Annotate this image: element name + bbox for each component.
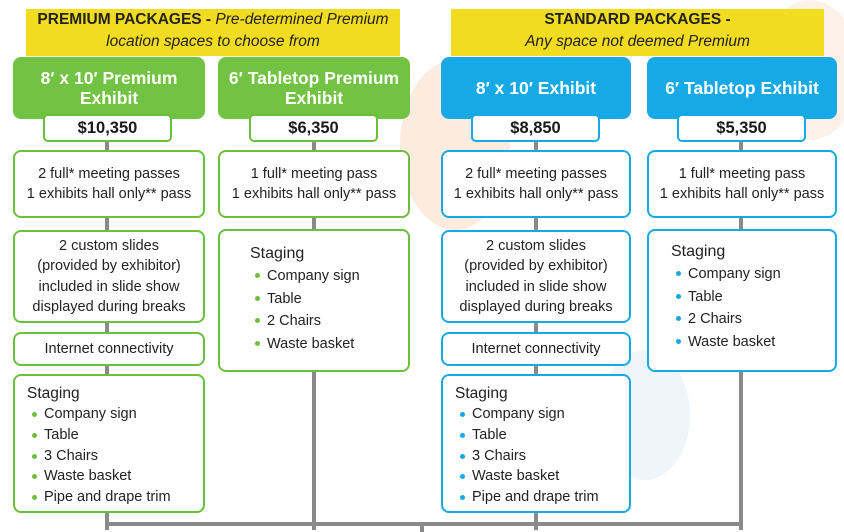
staging-item: 3 Chairs xyxy=(455,446,629,467)
staging-title: Staging xyxy=(27,385,80,402)
staging-item: Company sign xyxy=(671,263,835,286)
staging-box: Staging Company sign Table 2 Chairs Wast… xyxy=(647,229,837,372)
pass-line: 1 exhibits hall only** pass xyxy=(659,186,825,202)
premium-header-desc-line2: location spaces to choose from xyxy=(106,33,320,50)
package-title-8x10-exhibit: 8′ x 10′ Exhibit xyxy=(441,57,631,119)
premium-packages-header: PREMIUM PACKAGES - Pre-determined Premiu… xyxy=(26,9,400,56)
staging-list: Company sign Table 2 Chairs Waste basket xyxy=(250,265,408,355)
staging-item: Table xyxy=(250,288,408,311)
pass-line: 2 full* meeting passes xyxy=(465,165,607,182)
staging-list: Company sign Table 3 Chairs Waste basket… xyxy=(455,404,629,508)
staging-box: Staging Company sign Table 3 Chairs Wast… xyxy=(441,374,631,513)
internet-label: Internet connectivity xyxy=(44,340,174,357)
internet-box: Internet connectivity xyxy=(441,332,631,366)
package-price: $5,350 xyxy=(677,114,806,142)
slides-line: displayed during breaks xyxy=(459,299,613,315)
staging-item: Pipe and drape trim xyxy=(455,487,629,508)
staging-item: 3 Chairs xyxy=(27,446,203,467)
slides-line: (provided by exhibitor) xyxy=(464,258,608,274)
package-title-line: 6′ Tabletop Premium xyxy=(228,68,400,88)
pass-line: 2 full* meeting passes xyxy=(38,165,180,182)
staging-title: Staging xyxy=(455,385,508,402)
package-title-line: 8′ x 10′ Exhibit xyxy=(475,78,597,98)
passes-box: 1 full* meeting pass 1 exhibits hall onl… xyxy=(647,150,837,218)
standard-packages-header: STANDARD PACKAGES - Any space not deemed… xyxy=(451,9,824,56)
connector-line xyxy=(420,522,424,532)
slides-line: 2 custom slides xyxy=(486,237,586,254)
standard-header-label: STANDARD PACKAGES - xyxy=(544,11,731,28)
slides-box: 2 custom slides (provided by exhibitor) … xyxy=(13,230,205,323)
pass-line: 1 full* meeting pass xyxy=(678,165,806,182)
package-price: $8,850 xyxy=(471,114,600,142)
package-title-tabletop-exhibit: 6′ Tabletop Exhibit xyxy=(647,57,837,119)
staging-list: Company sign Table 2 Chairs Waste basket xyxy=(671,263,835,353)
slides-line: (provided by exhibitor) xyxy=(37,258,181,274)
connector-line xyxy=(105,522,743,526)
staging-item: Company sign xyxy=(455,404,629,425)
passes-box: 2 full* meeting passes 1 exhibits hall o… xyxy=(441,150,631,218)
premium-header-desc: Pre-determined Premium xyxy=(215,11,389,28)
staging-item: Table xyxy=(27,425,203,446)
slides-line: included in slide show xyxy=(465,278,607,295)
package-title-line: 6′ Tabletop Exhibit xyxy=(665,78,819,98)
package-title-line: Exhibit xyxy=(79,88,139,108)
staging-item: Table xyxy=(671,286,835,309)
package-title-line: 8′ x 10′ Premium xyxy=(40,68,178,88)
internet-box: Internet connectivity xyxy=(13,332,205,366)
staging-item: 2 Chairs xyxy=(671,308,835,331)
pass-line: 1 exhibits hall only** pass xyxy=(453,186,619,202)
staging-item: Company sign xyxy=(27,404,203,425)
premium-header-label: PREMIUM PACKAGES - xyxy=(37,11,216,28)
staging-item: Pipe and drape trim xyxy=(27,487,203,508)
pass-line: 1 exhibits hall only** pass xyxy=(231,186,397,202)
passes-box: 1 full* meeting pass 1 exhibits hall onl… xyxy=(218,150,410,218)
slides-box: 2 custom slides (provided by exhibitor) … xyxy=(441,230,631,323)
passes-box: 2 full* meeting passes 1 exhibits hall o… xyxy=(13,150,205,218)
staging-item: Table xyxy=(455,425,629,446)
staging-item: Waste basket xyxy=(671,331,835,354)
staging-item: Waste basket xyxy=(250,333,408,356)
staging-item: Company sign xyxy=(250,265,408,288)
package-price: $6,350 xyxy=(249,114,378,142)
staging-title: Staging xyxy=(671,243,726,260)
slides-line: 2 custom slides xyxy=(59,237,159,254)
package-title-line: Exhibit xyxy=(284,88,344,108)
staging-title: Staging xyxy=(250,245,305,262)
staging-item: Waste basket xyxy=(27,466,203,487)
staging-box: Staging Company sign Table 2 Chairs Wast… xyxy=(218,229,410,372)
package-price: $10,350 xyxy=(43,114,172,142)
slides-line: displayed during breaks xyxy=(32,299,186,315)
slides-line: included in slide show xyxy=(38,278,180,295)
staging-box: Staging Company sign Table 3 Chairs Wast… xyxy=(13,374,205,513)
staging-item: Waste basket xyxy=(455,466,629,487)
staging-list: Company sign Table 3 Chairs Waste basket… xyxy=(27,404,203,508)
internet-label: Internet connectivity xyxy=(471,340,601,357)
pass-line: 1 full* meeting pass xyxy=(250,165,378,182)
pass-line: 1 exhibits hall only** pass xyxy=(26,186,192,202)
staging-item: 2 Chairs xyxy=(250,310,408,333)
standard-header-desc: Any space not deemed Premium xyxy=(525,33,750,50)
